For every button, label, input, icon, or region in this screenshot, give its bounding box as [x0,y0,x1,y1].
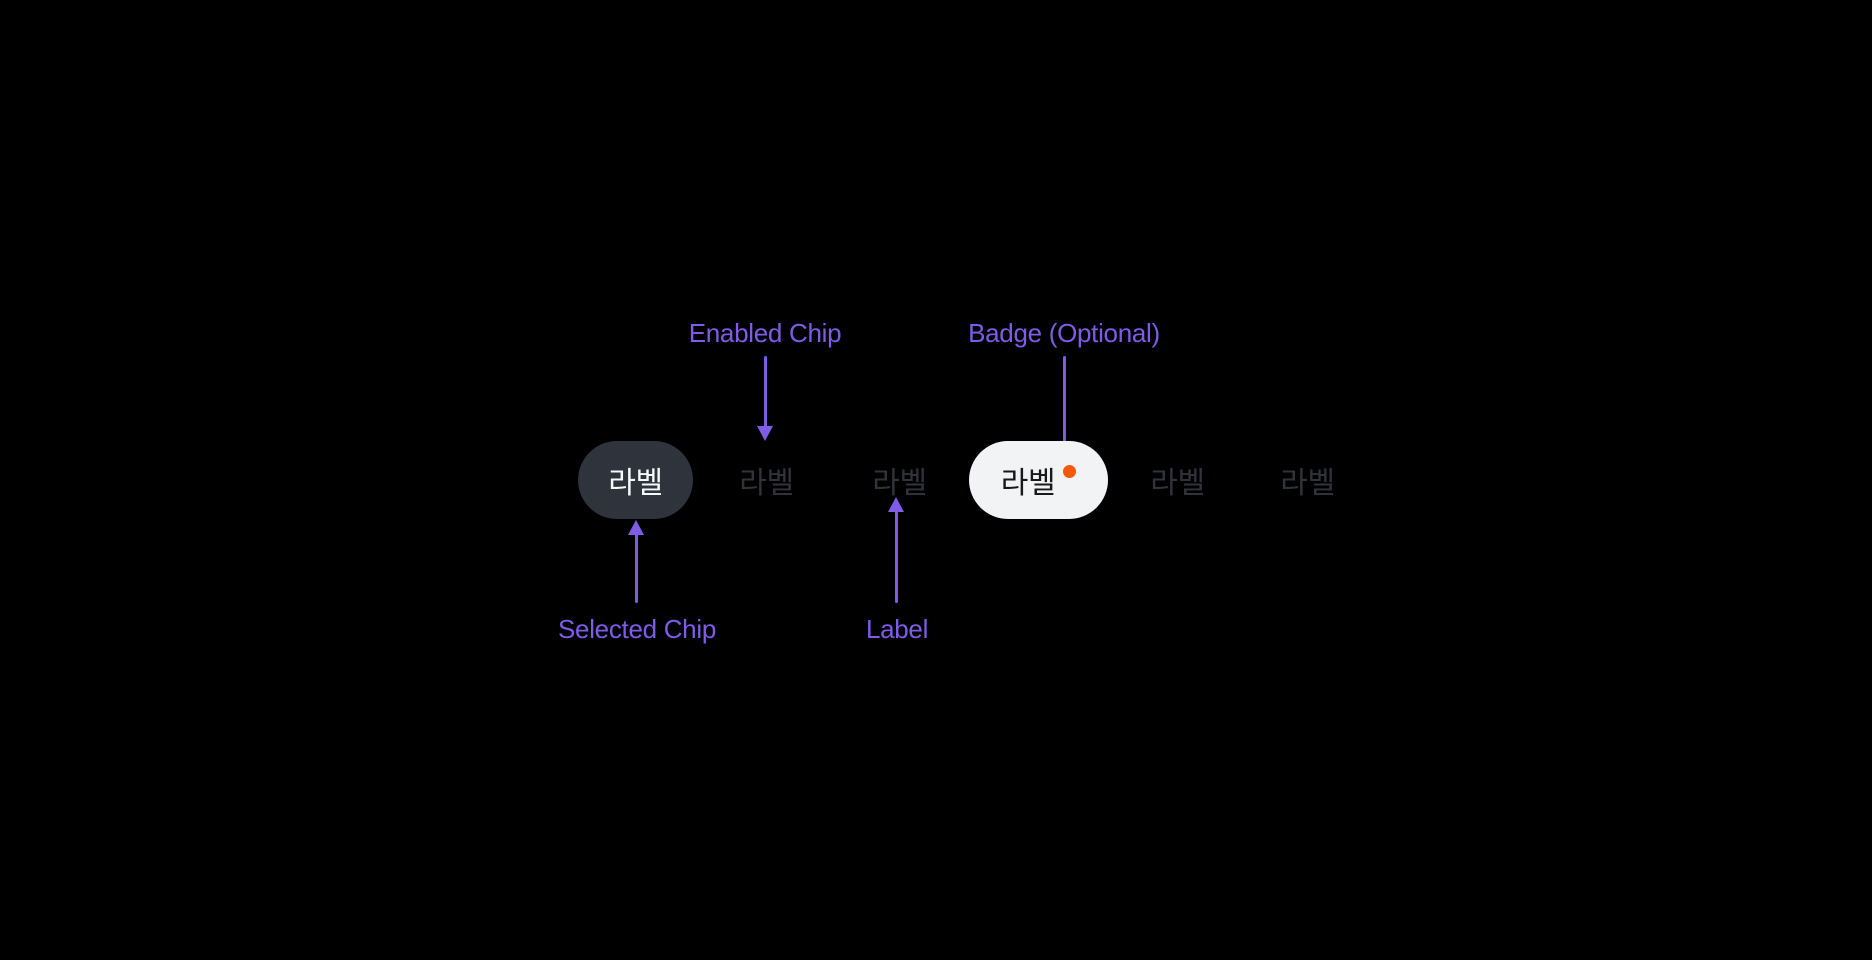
arrow-line-badge [1063,356,1066,448]
chip-enabled-4[interactable]: 라벨 [1250,441,1365,519]
chip-with-badge[interactable]: 라벨 [969,441,1108,519]
annotation-badge-optional: Badge (Optional) [968,318,1160,348]
chip-label: 라벨 [1000,467,1056,500]
arrow-down-icon [757,426,773,441]
chip-label: 라벨 [739,467,794,500]
arrow-up-icon [628,520,644,535]
arrow-line-enabled-chip [764,356,767,428]
chip-selected[interactable]: 라벨 [578,441,693,519]
arrow-line-selected-chip [635,532,638,603]
arrow-up-icon [888,497,904,512]
chip-label: 라벨 [1280,467,1335,500]
annotation-selected-chip: Selected Chip [558,614,716,644]
badge-dot-icon [1063,464,1077,478]
annotation-label: Label [865,614,929,644]
chip-label: 라벨 [608,467,663,500]
chip-label: 라벨 [872,467,927,500]
chip-enabled-2[interactable]: 라벨 [842,441,957,519]
arrow-line-label [895,509,898,603]
chip-enabled-1[interactable]: 라벨 [709,441,824,519]
chip-enabled-3[interactable]: 라벨 [1120,441,1235,519]
chip-label: 라벨 [1150,467,1205,500]
annotation-enabled-chip: Enabled Chip [688,318,842,348]
